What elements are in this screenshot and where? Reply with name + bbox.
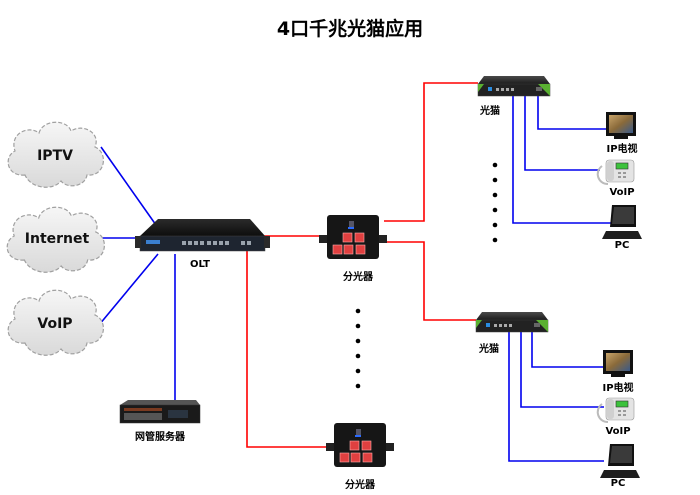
ellipsis-dot: [492, 222, 498, 228]
link-voip-olt: [98, 253, 159, 326]
link-onu1-iptv: [537, 95, 608, 130]
onu-2[interactable]: [475, 312, 549, 333]
server-label: 网管服务器: [135, 432, 185, 443]
onu-2-voip-label: VoIP: [605, 426, 631, 437]
ellipsis-dot: [355, 308, 361, 314]
fiber-splitter1-onu1: [384, 82, 478, 222]
fiber-links: [246, 82, 478, 448]
pc-icon: [600, 444, 640, 478]
onu-1-label: 光猫: [480, 106, 500, 117]
iptv-icon: [606, 112, 636, 139]
olt-label: OLT: [189, 259, 211, 270]
phone-icon: [596, 397, 635, 423]
cloud-label-internet: Internet: [24, 231, 90, 247]
ellipsis-dot: [355, 368, 361, 374]
diagram-title: 4口千兆光猫应用: [276, 18, 424, 40]
onu-1-pc-label: PC: [614, 240, 630, 251]
splitter-2[interactable]: [326, 423, 394, 467]
splitter-1[interactable]: [319, 215, 387, 259]
link-onu2-pc: [508, 331, 604, 462]
link-iptv-olt: [100, 146, 157, 226]
ellipsis-dot: [355, 353, 361, 359]
ellipsis-dot: [492, 237, 498, 243]
management-server[interactable]: [119, 400, 201, 424]
olt-logo-icon: [146, 240, 160, 244]
onu-2-iptv-label: IP电视: [602, 383, 634, 394]
cloud-label-iptv: IPTV: [37, 148, 73, 164]
onu-1[interactable]: [477, 76, 551, 97]
ellipsis-dots-upper: [492, 162, 498, 243]
pc-icon: [602, 205, 642, 239]
link-onu1-pc: [512, 95, 612, 224]
ellipsis-dot: [355, 383, 361, 389]
olt-ports: [182, 241, 251, 245]
splitter-1-label: 分光器: [343, 272, 373, 283]
ellipsis-dot: [492, 177, 498, 183]
ellipsis-dot: [355, 338, 361, 344]
link-onu2-voip: [520, 331, 604, 408]
onu-1-iptv-label: IP电视: [606, 144, 638, 155]
splitter-2-label: 分光器: [345, 480, 375, 491]
cloud-label-voip: VoIP: [37, 316, 73, 332]
ellipsis-dot: [492, 162, 498, 168]
ellipsis-dots-middle: [355, 308, 361, 389]
onu-2-pc-label: PC: [610, 478, 626, 489]
fiber-splitter1-onu2: [384, 241, 476, 321]
ellipsis-dot: [492, 207, 498, 213]
access-links: [98, 146, 176, 400]
phone-icon: [596, 159, 635, 185]
ellipsis-dot: [355, 323, 361, 329]
onu2-links: [508, 331, 604, 462]
fiber-olt-splitter2: [246, 250, 326, 448]
onu1-links: [512, 95, 612, 224]
link-onu2-iptv: [531, 331, 604, 368]
link-onu1-voip: [524, 95, 600, 171]
olt-device[interactable]: [135, 219, 270, 252]
iptv-icon: [603, 350, 633, 377]
onu-1-voip-label: VoIP: [609, 187, 635, 198]
ellipsis-dot: [492, 192, 498, 198]
onu-2-label: 光猫: [479, 344, 499, 355]
